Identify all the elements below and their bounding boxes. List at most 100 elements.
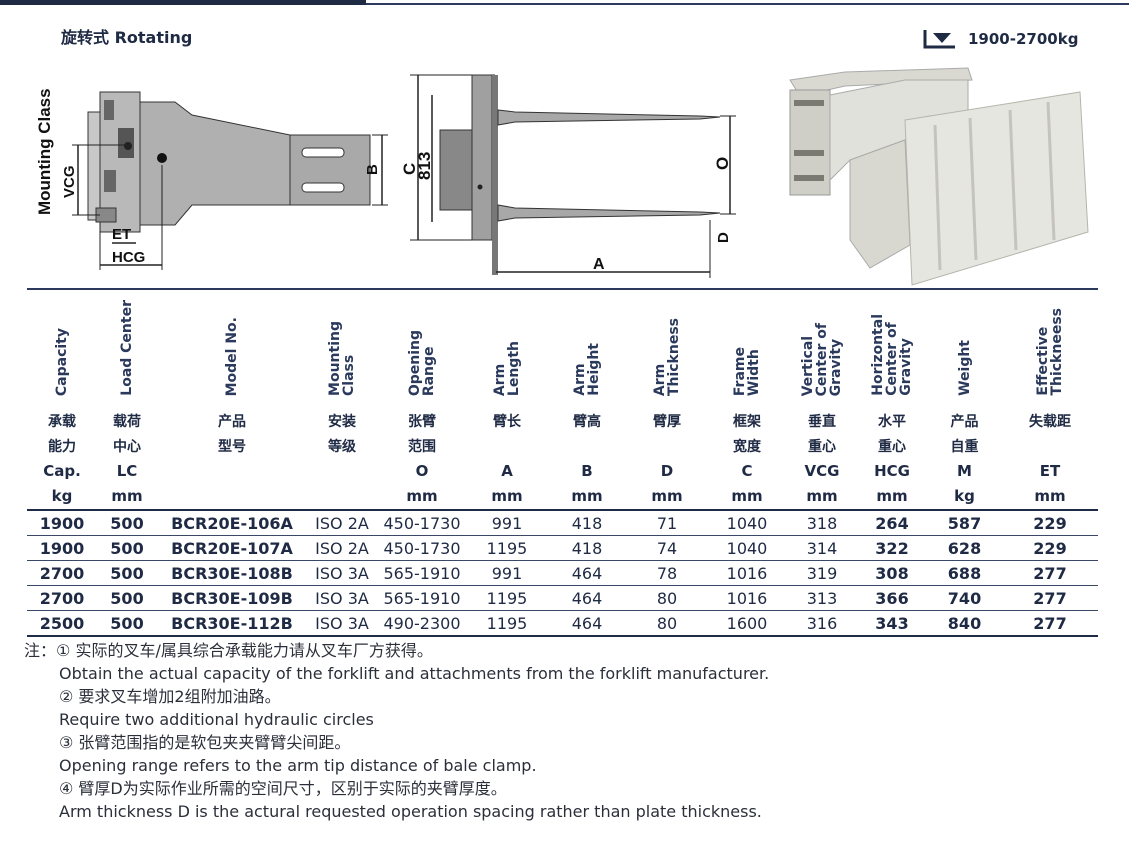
header-cell: Horizontal Center of Gravity xyxy=(857,288,927,408)
cell-weight: 628 xyxy=(927,535,1002,561)
cell-arm-height: 464 xyxy=(547,560,627,586)
cell-vcg: 318 xyxy=(787,510,857,536)
side-view-drawing xyxy=(72,91,388,270)
note-2-cn: ② 要求叉车增加2组附加油路。 xyxy=(59,687,281,706)
cell-opening-range: 450-1730 xyxy=(377,535,467,561)
cell-hcg: 264 xyxy=(857,510,927,536)
label-hcg: HCG xyxy=(112,249,145,266)
header-cn-cell: 垂直 xyxy=(808,413,836,430)
cell-frame-width: 1040 xyxy=(707,510,787,536)
header-opening-range: Opening Range xyxy=(407,329,437,396)
header-load-center: Load Center xyxy=(119,300,135,396)
header-cn-cell: 产品 xyxy=(950,413,979,430)
header-cn-cell: 能力 xyxy=(48,438,76,455)
cell-et: 277 xyxy=(1002,610,1098,637)
cell-arm-length: 991 xyxy=(467,510,547,536)
table-row: 2500 500 BCR30E-112B ISO 3A 490-2300 119… xyxy=(27,610,1098,637)
cell-load-center: 500 xyxy=(97,560,157,586)
cell-load-center: 500 xyxy=(97,535,157,561)
cell-hcg: 322 xyxy=(857,535,927,561)
header-cell: Weight xyxy=(927,288,1002,408)
cell-capacity: 2700 xyxy=(27,560,97,586)
cell-weight: 688 xyxy=(927,560,1002,586)
label-o: O xyxy=(713,157,732,170)
label-c: C xyxy=(400,163,419,175)
cell-model-no: BCR30E-108B xyxy=(157,560,307,586)
header-cn-cell: 重心 xyxy=(808,438,836,455)
header-unit-cell: mm xyxy=(857,483,927,511)
header-cell: Model No. xyxy=(157,288,307,408)
header-cn-cell: 框架 xyxy=(733,413,761,430)
header-row-symbol: Cap. LC O A B D C VCG HCG M ET xyxy=(27,458,1098,483)
header-cn-cell: 失载距 xyxy=(1029,413,1071,430)
cell-model-no: BCR30E-112B xyxy=(157,610,307,637)
header-unit-cell: mm xyxy=(627,483,707,511)
header-symbol-cell: A xyxy=(501,461,513,480)
note-4-cn: ④ 臂厚D为实际作业所需的空间尺寸，区别于实际的夹臂厚度。 xyxy=(59,779,507,798)
header-cn-cell: 臂高 xyxy=(573,413,601,430)
cell-vcg: 319 xyxy=(787,560,857,586)
header-cn-cell: 载荷 xyxy=(113,413,141,430)
cell-weight: 740 xyxy=(927,585,1002,611)
header-cell: Effective Thickneess xyxy=(1002,288,1098,408)
capacity-badge: 1900-2700kg xyxy=(922,28,1078,50)
cell-et: 277 xyxy=(1002,560,1098,586)
cell-arm-length: 1195 xyxy=(467,585,547,611)
cell-model-no: BCR30E-109B xyxy=(157,585,307,611)
header-unit-cell: mm xyxy=(547,483,627,511)
note-1-cn-text: ① 实际的叉车/属具综合承载能力请从叉车厂方获得。 xyxy=(56,641,433,660)
header-symbol-cell: LC xyxy=(116,461,138,480)
cell-mounting-class: ISO 3A xyxy=(307,585,377,611)
top-bar-dark xyxy=(0,0,366,5)
cell-arm-height: 464 xyxy=(547,585,627,611)
cell-mounting-class: ISO 2A xyxy=(307,510,377,536)
technical-drawings: Mounting Class VCG ET HCG B C 813 O D A xyxy=(35,67,1089,286)
cell-capacity: 1900 xyxy=(27,535,97,561)
cell-opening-range: 450-1730 xyxy=(377,510,467,536)
header-unit-cell: mm xyxy=(377,483,467,511)
note-3-cn: ③ 张臂范围指的是软包夹夹臂臂尖间距。 xyxy=(59,733,351,752)
header-symbol-cell: C xyxy=(741,461,753,480)
header-cell: Mounting Class xyxy=(307,288,377,408)
header-unit-cell xyxy=(307,483,377,511)
header-cn-cell: 臂厚 xyxy=(653,413,681,430)
notes-section: 注：① 实际的叉车/属具综合承载能力请从叉车厂方获得。 Obtain the a… xyxy=(24,639,1104,823)
header-cell: Arm Length xyxy=(467,288,547,408)
cell-arm-length: 1195 xyxy=(467,610,547,637)
header-cell: Capacity xyxy=(27,288,97,408)
note-3-en: Opening range refers to the arm tip dist… xyxy=(59,756,537,775)
header-symbol-cell: O xyxy=(415,461,429,480)
header-symbol-cell: Cap. xyxy=(43,461,81,480)
header-cn-cell: 等级 xyxy=(328,438,356,455)
header-mounting-class: Mounting Class xyxy=(327,321,357,396)
header-cn-cell: 范围 xyxy=(408,438,436,455)
header-symbol-cell: VCG xyxy=(804,461,840,480)
header-cell: Arm Thickness xyxy=(627,288,707,408)
top-bar-line xyxy=(366,3,1129,5)
header-arm-thickness: Arm Thickness xyxy=(652,317,682,396)
capacity-range: 1900-2700kg xyxy=(968,30,1079,48)
header-symbol-cell xyxy=(307,458,377,483)
table-row: 1900 500 BCR20E-107A ISO 2A 450-1730 119… xyxy=(27,535,1098,561)
header-cn-cell: 承载 xyxy=(48,413,76,430)
cell-model-no: BCR20E-106A xyxy=(157,510,307,536)
spec-table-body: 1900 500 BCR20E-106A ISO 2A 450-1730 991… xyxy=(27,510,1098,637)
cell-arm-thickness: 74 xyxy=(627,535,707,561)
cell-weight: 840 xyxy=(927,610,1002,637)
cell-capacity: 2500 xyxy=(27,610,97,637)
header-cn-cell: 重心 xyxy=(878,438,906,455)
cell-vcg: 314 xyxy=(787,535,857,561)
cell-arm-thickness: 80 xyxy=(627,610,707,637)
cell-mounting-class: ISO 2A xyxy=(307,535,377,561)
header-cn-cell: 水平 xyxy=(878,413,906,430)
cell-mounting-class: ISO 3A xyxy=(307,610,377,637)
header-capacity: Capacity xyxy=(54,327,70,396)
cell-arm-length: 1195 xyxy=(467,535,547,561)
header-cell: Load Center xyxy=(97,288,157,408)
top-view-drawing xyxy=(410,74,736,278)
label-vcg: VCG xyxy=(61,165,78,198)
table-row: 1900 500 BCR20E-106A ISO 2A 450-1730 991… xyxy=(27,510,1098,536)
label-813: 813 xyxy=(415,152,434,180)
cell-et: 229 xyxy=(1002,535,1098,561)
weight-capacity-icon xyxy=(923,30,955,49)
